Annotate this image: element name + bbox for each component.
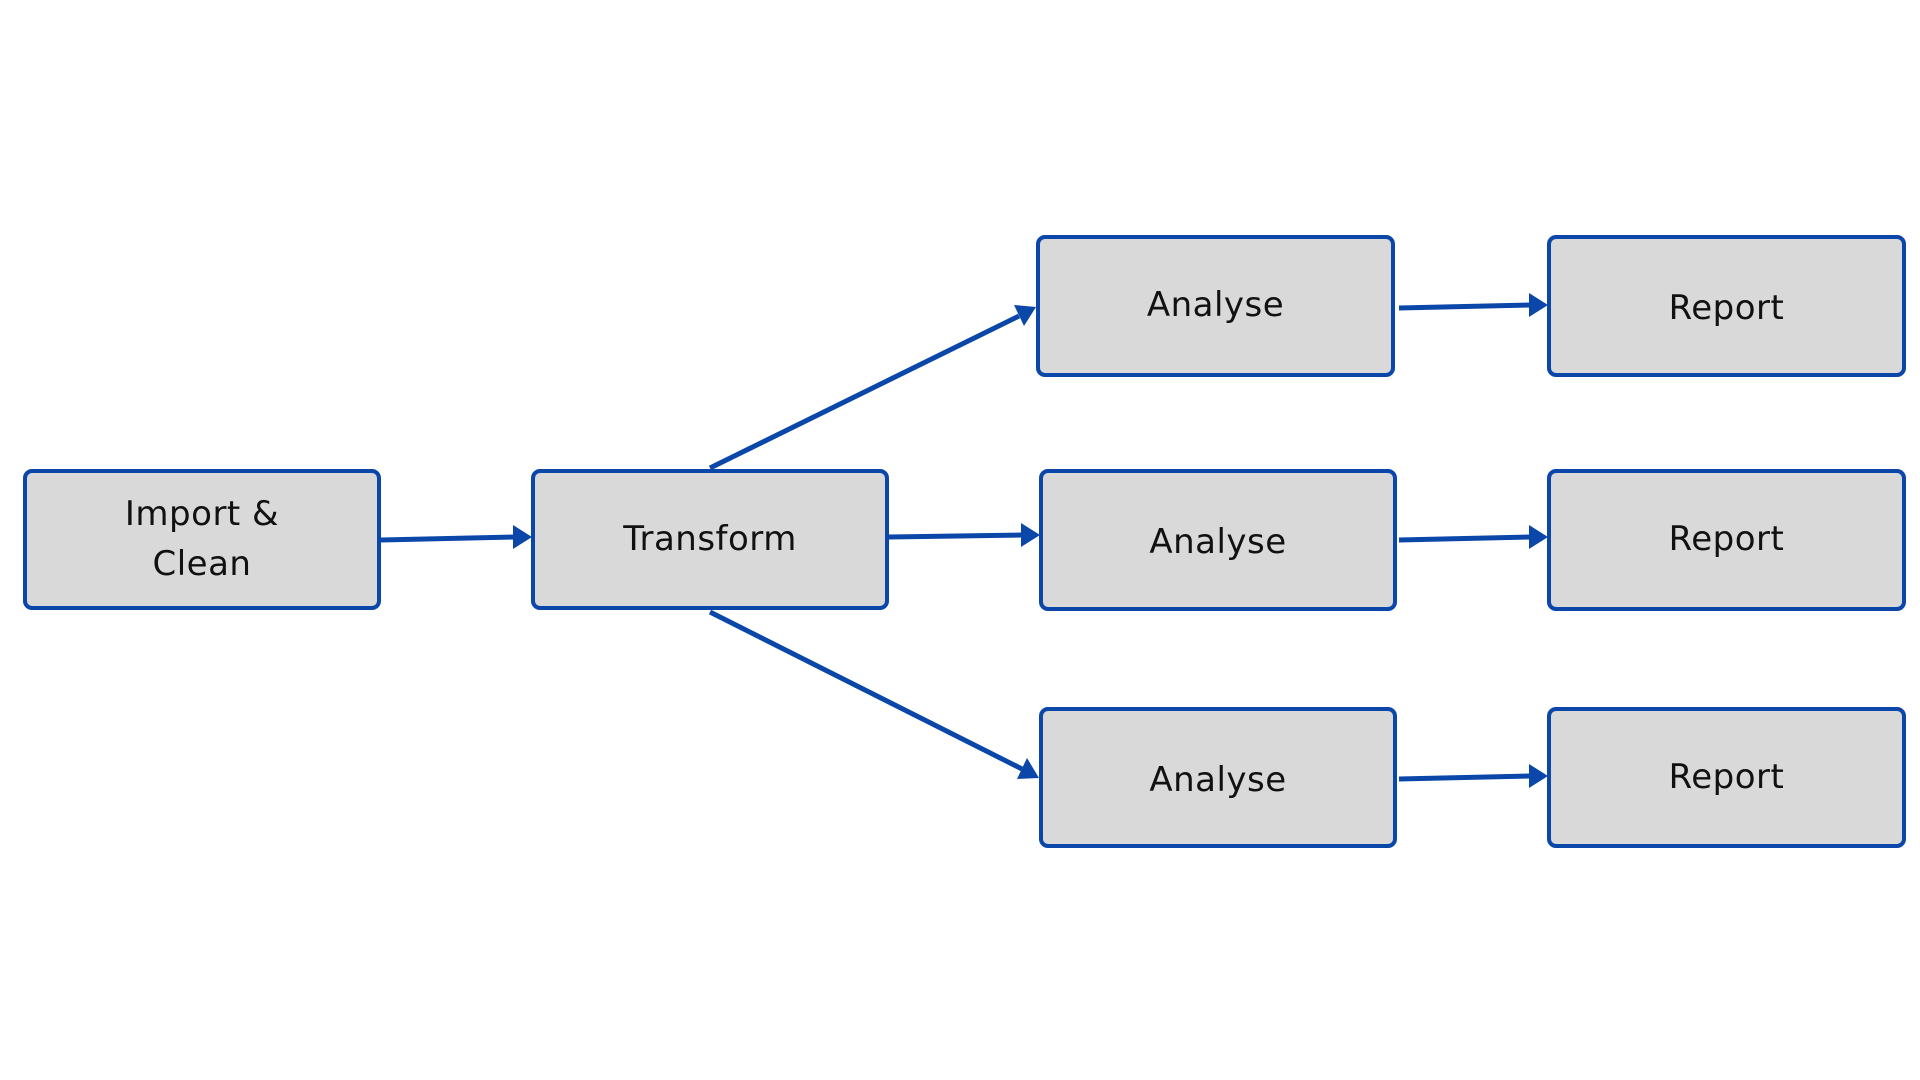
node-transform: Transform	[531, 469, 889, 610]
arrow-transform-to-analyse-bottom	[708, 609, 1039, 779]
arrow-import-to-transform	[378, 525, 532, 549]
node-report-middle-label: Report	[1668, 519, 1785, 560]
node-analyse-bottom-label: Analyse	[1149, 759, 1287, 800]
arrow-analyse-to-report-top	[1398, 293, 1548, 317]
node-import-clean-label-line1: Import &	[124, 494, 280, 535]
node-transform-label: Transform	[623, 518, 797, 559]
node-analyse-bottom: Analyse	[1039, 707, 1397, 848]
node-report-middle: Report	[1547, 469, 1906, 611]
arrow-analyse-to-report-bottom	[1398, 764, 1548, 788]
arrow-transform-to-analyse-top	[708, 305, 1036, 471]
node-analyse-top-label: Analyse	[1146, 285, 1285, 326]
node-analyse-top: Analyse	[1036, 235, 1395, 377]
node-report-bottom-label: Report	[1668, 756, 1785, 797]
arrow-analyse-to-report-middle	[1398, 525, 1548, 549]
arrow-transform-to-analyse-middle	[888, 523, 1040, 547]
node-import-clean: Import & Clean	[23, 469, 381, 610]
node-report-top-label: Report	[1668, 288, 1785, 329]
node-import-clean-label-line2: Clean	[152, 543, 252, 584]
node-report-bottom: Report	[1547, 707, 1906, 848]
node-analyse-middle-label: Analyse	[1149, 522, 1287, 563]
node-analyse-middle: Analyse	[1039, 469, 1397, 611]
node-report-top: Report	[1547, 235, 1906, 377]
